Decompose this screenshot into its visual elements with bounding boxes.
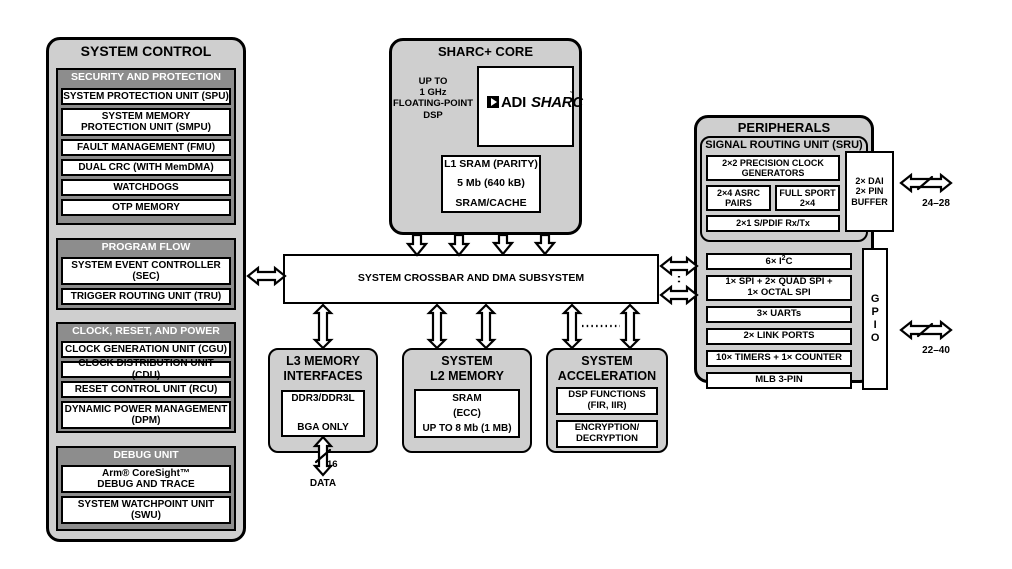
dpm-box: DYNAMIC POWER MANAGEMENT (DPM) (61, 401, 231, 429)
arrow-dai-external (899, 172, 953, 194)
l2-memory-title: SYSTEM L2 MEMORY (430, 354, 504, 383)
arrow-crossbar-l2-1 (426, 303, 448, 350)
bus-slash-dai (916, 175, 934, 191)
adi-wordmark: ADI (501, 94, 526, 111)
smpu-box: SYSTEM MEMORY PROTECTION UNIT (SMPU) (61, 108, 231, 136)
arrow-crossbar-l2-2 (475, 303, 497, 350)
l3-memory-title: L3 MEMORY INTERFACES (283, 354, 363, 383)
arrow-crossbar-accel-2 (619, 303, 641, 350)
dual-crc-box: DUAL CRC (WITH MemDMA) (61, 159, 231, 176)
bus-slash-gpio (916, 322, 934, 338)
sharc-wordmark: SHARC (531, 94, 583, 111)
spu-box: SYSTEM PROTECTION UNIT (SPU) (61, 88, 231, 105)
security-group-header: SECURITY AND PROTECTION (71, 71, 221, 83)
arrow-syscontrol-crossbar (246, 265, 287, 287)
coresight-box: Arm® CoreSight™ DEBUG AND TRACE (61, 465, 231, 493)
uarts-box: 3× UARTs (706, 306, 852, 323)
arrow-core-to-crossbar-1 (405, 233, 429, 257)
tru-box: TRIGGER ROUTING UNIT (TRU) (61, 288, 231, 305)
spi-box: 1× SPI + 2× QUAD SPI + 1× OCTAL SPI (706, 275, 852, 301)
arrow-crossbar-periph-1 (659, 255, 699, 277)
arrow-crossbar-to-core-1 (491, 233, 515, 256)
cgu-box: CLOCK GENERATION UNIT (CGU) (61, 341, 231, 358)
l2-sram-box: SRAM (ECC) UP TO 8 Mb (1 MB) (414, 389, 520, 438)
ddr3-box: DDR3/DDR3L BGA ONLY (281, 390, 365, 437)
arrow-crossbar-periph-2 (659, 284, 699, 306)
timers-box: 10× TIMERS + 1× COUNTER (706, 350, 852, 367)
swu-box: SYSTEM WATCHPOINT UNIT (SWU) (61, 496, 231, 524)
adi-logo-triangle-icon (487, 96, 499, 108)
clock-reset-power-group-header: CLOCK, RESET, AND POWER (72, 325, 220, 337)
sec-box: SYSTEM EVENT CONTROLLER (SEC) (61, 257, 231, 285)
encryption-box: ENCRYPTION/ DECRYPTION (556, 420, 658, 448)
cdu-box: CLOCK DISTRIBUTION UNIT (CDU) (61, 358, 231, 381)
l3-bus-width-label: 16 (327, 459, 338, 470)
debug-unit-group-header: DEBUG UNIT (113, 449, 179, 461)
watchdogs-box: WATCHDOGS (61, 179, 231, 196)
program-flow-group-header: PROGRAM FLOW (101, 241, 191, 253)
fmu-box: FAULT MANAGEMENT (FMU) (61, 139, 231, 156)
sru-title: SIGNAL ROUTING UNIT (SRU) (705, 139, 863, 151)
asrc-pairs-box: 2×4 ASRC PAIRS (706, 185, 771, 211)
precision-clock-generators-box: 2×2 PRECISION CLOCK GENERATORS (706, 155, 840, 181)
rcu-box: RESET CONTROL UNIT (RCU) (61, 381, 231, 398)
system-crossbar-box: SYSTEM CROSSBAR AND DMA SUBSYSTEM (283, 254, 659, 304)
arrow-crossbar-accel-1 (561, 303, 583, 350)
l3-bus-data-label: DATA (309, 478, 337, 489)
gpio-pin-count-label: 22–40 (922, 345, 950, 356)
system-control-title: SYSTEM CONTROL (80, 43, 212, 59)
peripherals-title: PERIPHERALS (737, 120, 831, 135)
trademark-mark: ˇ (570, 92, 573, 99)
dai-pin-count-label: 24–28 (922, 198, 950, 209)
arrow-core-to-crossbar-2 (447, 233, 471, 257)
arrow-gpio-external (899, 319, 953, 341)
arrow-crossbar-to-core-2 (533, 233, 557, 256)
arrow-crossbar-l3 (312, 303, 334, 350)
sharc-core-title: SHARC+ CORE (438, 44, 533, 59)
otp-memory-box: OTP MEMORY (61, 199, 231, 216)
mlb-box: MLB 3-PIN (706, 372, 852, 389)
i2c-box: 6× I2C (706, 253, 852, 270)
i2c-label: 6× I2C (765, 255, 793, 268)
l1-sram-box: L1 SRAM (PARITY) 5 Mb (640 kB) SRAM/CACH… (441, 155, 541, 213)
sharc-spec-text: UP TO 1 GHz FLOATING-POINT DSP (392, 76, 474, 121)
spdif-box: 2×1 S/PDIF Rx/Tx (706, 215, 840, 232)
link-ports-box: 2× LINK PORTS (706, 328, 852, 345)
dai-pin-buffer-box: 2× DAI 2× PIN BUFFER (845, 151, 894, 232)
full-sport-box: FULL SPORT 2×4 (775, 185, 840, 211)
acceleration-title: SYSTEM ACCELERATION (557, 354, 657, 383)
dsp-functions-box: DSP FUNCTIONS (FIR, IIR) (556, 387, 658, 415)
gpio-box: GPIO (862, 248, 888, 390)
